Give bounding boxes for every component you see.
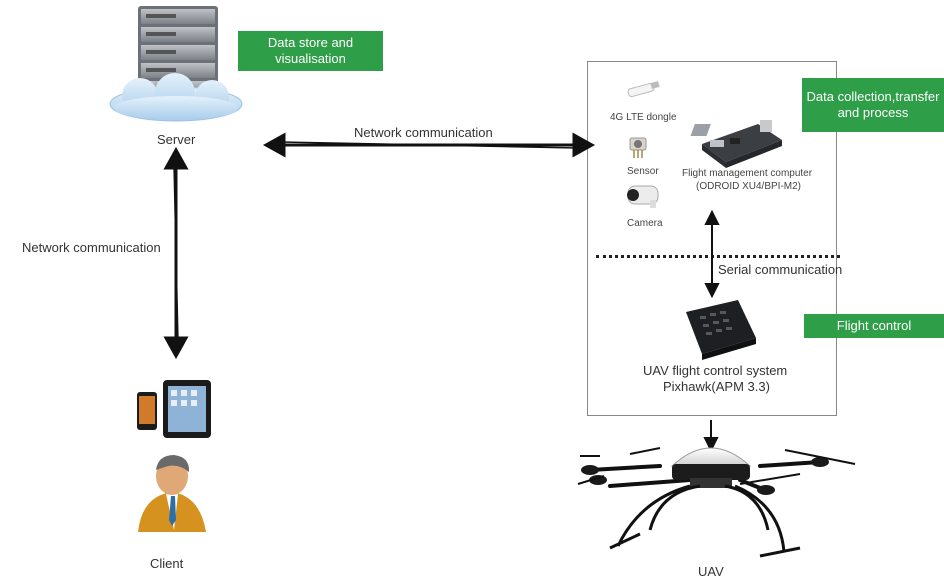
- client-label: Client: [150, 556, 184, 571]
- sensor-icon: [629, 137, 647, 158]
- flight-computer-icon: [690, 120, 782, 168]
- flight-tag: Flight control: [804, 314, 944, 338]
- flight-tag-text: Flight control: [836, 317, 912, 333]
- cloud-icon: [109, 73, 243, 122]
- sensor-label: Sensor: [627, 166, 659, 177]
- server-tag-text: Data store and visualisation: [267, 34, 354, 66]
- arrow-to-uav: [703, 420, 719, 453]
- uav-label: UAV: [698, 564, 724, 579]
- payload-tag-text: Data collection,transfer and process: [806, 88, 940, 120]
- server-icon: [109, 6, 243, 122]
- link-server-client-label: Network communication: [22, 240, 161, 255]
- server-tag: Data store and visualisation: [238, 31, 383, 71]
- fc-label-line1: UAV flight control system: [643, 363, 788, 378]
- lte-dongle-icon: [627, 81, 660, 98]
- fmc-label-line2: (ODROID XU4/BPI-M2): [696, 181, 802, 192]
- payload-tag: Data collection,transfer and process: [802, 78, 944, 132]
- server-label: Server: [157, 132, 196, 147]
- lte-label: 4G LTE dongle: [610, 112, 677, 123]
- pixhawk-icon: [686, 300, 756, 360]
- arrow-server-uav: [262, 132, 596, 158]
- serial-label: Serial communication: [718, 262, 843, 277]
- fmc-label-line1: Flight management computer: [682, 168, 813, 179]
- camera-icon: [627, 185, 659, 208]
- fc-label-line2: Pixhawk(APM 3.3): [663, 379, 770, 394]
- link-server-uav-label: Network communication: [354, 125, 493, 140]
- person-icon: [138, 455, 206, 532]
- arrow-server-client: [163, 146, 189, 360]
- drone-icon: [577, 447, 856, 558]
- devices-icon: [137, 380, 211, 438]
- arrow-serial: [704, 209, 720, 299]
- camera-label: Camera: [627, 218, 663, 229]
- section-divider: [596, 255, 840, 258]
